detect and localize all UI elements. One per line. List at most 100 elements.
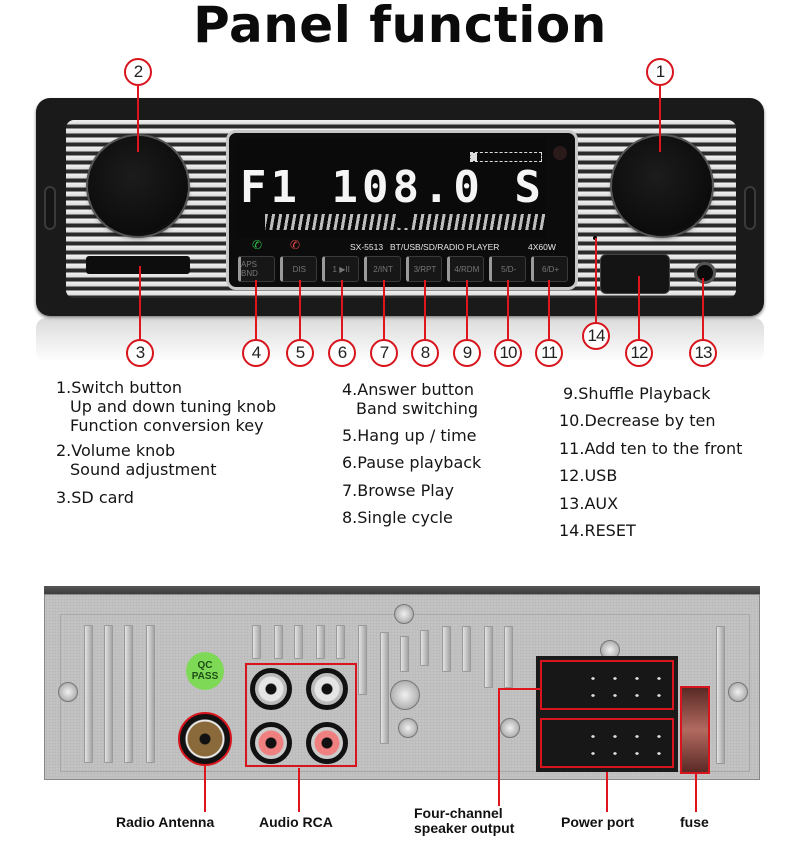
callout-13: 13 [689,339,717,367]
cooling-fin [84,625,93,763]
callout-3: 3 [126,339,154,367]
rca-left-white[interactable] [250,668,292,710]
label-power-port: Power port [561,814,635,830]
pass-text: PASS [191,671,219,682]
desc-3-title: 3.SD card [56,488,134,507]
desc-14-title: 14.RESET [559,521,636,541]
callout-line-10 [507,280,509,340]
phone-hangup-icon: ✆ [290,238,301,252]
volume-knob[interactable] [88,136,188,236]
desc-2-title: 2.Volume knob [56,441,176,460]
speaker-output-connector[interactable] [540,660,674,710]
desc-2-sub-1: Sound adjustment [70,460,217,479]
callout-line-12 [638,276,640,340]
dis-button[interactable]: DIS [279,256,317,282]
rca-right-red[interactable] [306,722,348,764]
callout-line-power [606,772,608,812]
cooling-fin [504,626,513,688]
label-speaker-line-2: speaker output [414,820,515,836]
callout-line-13 [702,278,704,340]
callout-7: 7 [370,339,398,367]
desc-12-title: 12.USB [559,466,618,486]
cooling-fin [294,625,303,659]
right-release-slot [744,186,756,230]
callout-2: 2 [124,58,152,86]
label-speaker-output: Four-channel speaker output [414,806,514,836]
callout-8: 8 [411,339,439,367]
callout-11: 11 [535,339,563,367]
callout-9: 9 [453,339,481,367]
screw-icon [394,604,414,624]
qc-pass-sticker: QC PASS [186,652,224,690]
cooling-fin [442,626,451,672]
radio-antenna-jack[interactable] [178,712,232,766]
callout-line-1 [659,86,661,152]
mount-bushing [390,680,420,710]
callout-line-9 [466,280,468,340]
phone-answer-icon: ✆ [252,238,263,252]
int-button[interactable]: 2/INT [363,256,401,282]
desc-5-title: 5.Hang up / time [342,426,477,445]
play-pause-button[interactable]: 1 ▶II [321,256,359,282]
d-minus-button[interactable]: 5/D- [489,256,527,282]
cooling-fin [358,625,367,695]
callout-line-14 [595,238,597,322]
label-speaker-line-1: Four-channel [414,805,503,821]
callout-line-fuse [695,774,697,812]
callout-line-2 [137,86,139,152]
model-number: SX-5513 [350,242,384,252]
signal-indicator [470,152,542,162]
left-release-slot [44,186,56,230]
rca-right-white[interactable] [306,668,348,710]
callout-line-5 [299,280,301,340]
callout-line-4 [255,280,257,340]
desc-10-title: 10.Decrease by ten [559,411,716,431]
eq-center-icon [398,214,412,228]
description-column-2: 4.Answer button Band switching 5.Hang up… [342,380,481,527]
screw-icon [728,682,748,702]
callout-12: 12 [625,339,653,367]
d-plus-button[interactable]: 6/D+ [531,256,568,282]
desc-6-title: 6.Pause playback [342,453,482,472]
fuse[interactable] [680,686,710,774]
screw-icon [58,682,78,702]
sd-card-slot[interactable] [86,256,190,274]
callout-line-7 [383,280,385,340]
label-fuse: fuse [680,814,709,830]
frequency-readout: F1 108.0 S [240,162,545,213]
power-port-connector[interactable] [540,718,674,768]
aps-bnd-button[interactable]: APS BND [238,256,275,282]
cooling-fin [380,632,389,744]
cooling-fin [400,636,409,672]
callout-10: 10 [494,339,522,367]
label-audio-rca: Audio RCA [259,814,333,830]
desc-1-title: 1.Switch button [56,378,183,397]
callout-line-speaker [498,688,500,806]
usb-port[interactable] [600,254,670,294]
desc-11-title: 11.Add ten to the front [559,438,743,458]
switch-knob[interactable] [612,136,712,236]
cooling-fin [274,625,283,659]
callout-6: 6 [328,339,356,367]
desc-13-title: 13.AUX [559,493,619,513]
desc-8-title: 8.Single cycle [342,508,453,527]
callout-14: 14 [582,322,610,350]
cooling-fin [252,625,261,659]
desc-7-title: 7.Browse Play [342,481,454,500]
cooling-fin [484,626,493,688]
description-column-3: 9.Shuffle Playback 10.Decrease by ten 11… [559,380,742,544]
cooling-fin [336,625,345,659]
product-line: BT/USB/SD/RADIO PLAYER [390,242,500,252]
cooling-fin [420,630,429,666]
rpt-button[interactable]: 3/RPT [405,256,443,282]
callout-line-6 [341,280,343,340]
callout-line-speaker-h [498,688,540,690]
rdm-button[interactable]: 4/RDM [447,256,485,282]
callout-1: 1 [646,58,674,86]
ir-sensor [553,146,567,160]
aux-port[interactable] [694,262,716,284]
rca-left-red[interactable] [250,722,292,764]
cooling-fin [146,625,155,763]
callout-line-8 [424,280,426,340]
callout-line-antenna [204,766,206,812]
